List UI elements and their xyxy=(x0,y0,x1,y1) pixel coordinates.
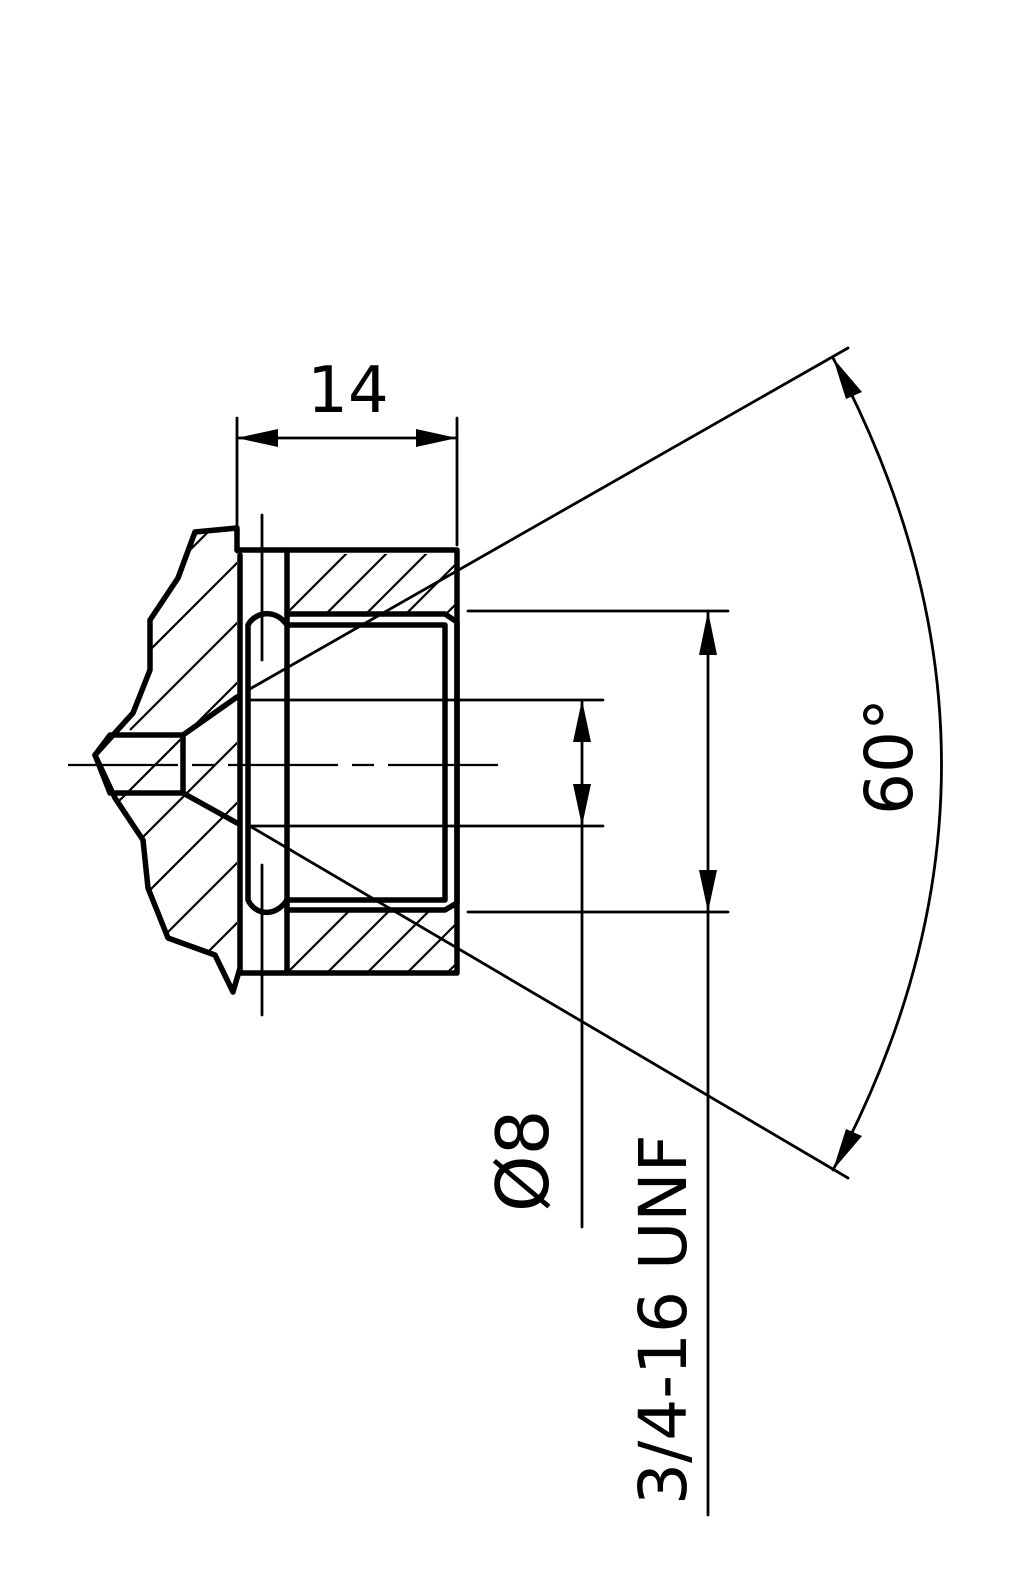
wall-section-hatch-top xyxy=(287,554,455,614)
thread-dimension: 3/4-16 UNF xyxy=(625,609,717,1517)
angle-line-lower xyxy=(246,823,850,1180)
angle-dimension-label: 60° xyxy=(851,698,928,815)
depth-dimension: 14 xyxy=(235,354,459,447)
drill-cone xyxy=(92,694,240,826)
depth-dimension-label: 14 xyxy=(307,354,388,428)
body-section-hatch xyxy=(95,528,237,990)
wall-section-hatch-bottom xyxy=(287,910,455,973)
angle-dimension: 60° xyxy=(831,356,943,1172)
diameter-dimension-label: Ø8 xyxy=(481,1110,565,1212)
diameter-dimension: Ø8 xyxy=(481,698,591,1229)
thread-dimension-label: 3/4-16 UNF xyxy=(625,1134,702,1505)
extension-lines xyxy=(235,416,730,914)
port-outline xyxy=(234,547,460,976)
angle-line-upper xyxy=(246,346,850,692)
body-break-outline xyxy=(92,525,243,995)
